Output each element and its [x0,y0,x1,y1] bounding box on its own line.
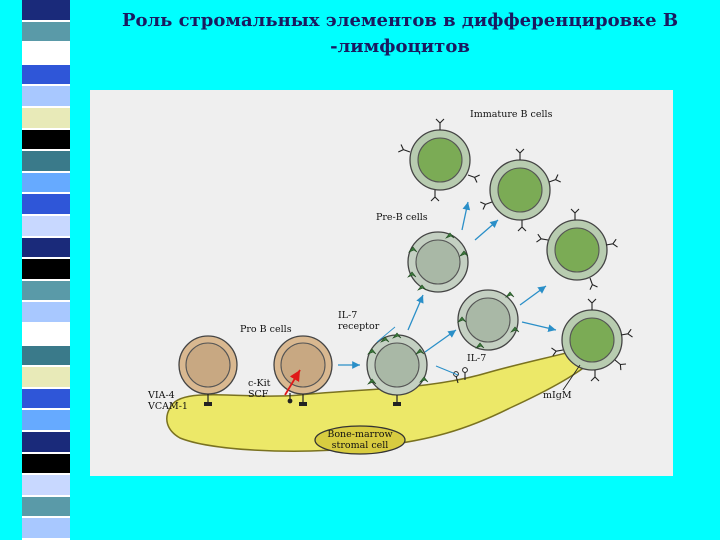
decorative-stripe [22,43,70,63]
decorative-stripe [22,64,70,85]
pro-b-cell-1 [178,335,238,406]
slide-title-line-2: -лимфоцитов [330,36,470,57]
decorative-stripe [22,367,70,387]
decorative-stripe [22,432,70,452]
il7-pointer [435,365,459,376]
label-pre-b-cells: Pre-B cells [376,212,428,223]
arrow-pre-b-to-immature-2 [474,219,499,241]
decorative-stripe [22,0,70,20]
decorative-stripe [22,388,70,409]
il7-receptor-leader [376,326,396,343]
arrow-to-pre-b-upper [407,294,424,331]
decorative-stripe [22,216,70,236]
stromal-cell-label-2: stromal cell [332,440,389,451]
diagram-canvas: Bone-marrow stromal cell [147,109,634,455]
label-via4: VIA-4 [147,390,175,401]
label-c-kit: c-Kit [248,378,271,389]
decorative-stripe [22,129,70,150]
decorative-stripe [22,324,70,344]
migm-leader [562,364,581,391]
decorative-stripe [22,259,70,279]
decorative-stripe [22,21,70,42]
immature-b-cell-4 [550,298,634,382]
decorative-stripe [22,86,70,106]
b-cell-differentiation-figure: Bone-marrow stromal cell [90,90,673,476]
decorative-stripe [22,475,70,495]
label-migm: mIgM [543,390,572,401]
arrow-pre-b-middle-to-immature-2 [521,321,557,333]
pre-b-cell-bound [366,332,429,406]
decorative-stripe [22,302,70,322]
label-scf: SCF [248,389,269,400]
decorative-stripe [22,194,70,214]
stromal-cell-nucleus [314,425,406,455]
pre-b-cell-upper [407,231,469,293]
decorative-stripe [22,280,70,301]
immature-b-cell-1 [397,118,481,202]
immature-b-cell-3 [535,208,619,291]
decorative-stripe [22,237,70,258]
label-il7: IL-7 [467,353,486,364]
slide-title: Роль стромальных элементов в дифференцир… [100,8,700,60]
decorative-stripe [22,496,70,517]
decorative-stripe [22,518,70,538]
decorative-stripe [22,108,70,128]
decorative-stripe [22,345,70,366]
slide-title-line-1: Роль стромальных элементов в дифференцир… [121,10,679,31]
decorative-stripe [22,453,70,474]
decorative-stripe [22,172,70,193]
decorative-stripe [22,151,70,171]
pre-b-cell-middle [457,289,520,351]
decorative-stripe-bar [22,0,70,540]
label-il7-receptor-1: IL-7 [338,310,357,321]
label-pro-b-cells: Pro B cells [240,324,292,335]
scf-signal-arrow [284,369,301,396]
arrow-pre-b-to-immature [461,201,471,231]
immature-b-cell-2 [479,148,562,232]
label-immature-b-cells: Immature B cells [470,109,553,120]
decorative-stripe [22,410,70,430]
stromal-cell-label-1: Bone-marrow [327,429,392,440]
arrow-pre-b-middle-to-immature [519,285,547,306]
label-il7-receptor-2: receptor [338,321,380,332]
label-vcam1: VCAM-1 [147,401,188,412]
arrow-to-pre-b-middle [424,329,457,353]
